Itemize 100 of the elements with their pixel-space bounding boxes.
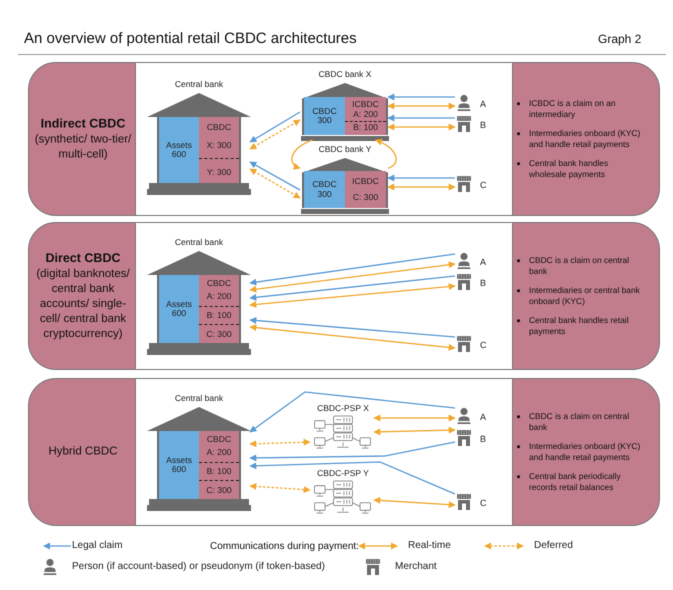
graph-number: Graph 2: [598, 32, 642, 46]
shop-icon: [456, 273, 472, 291]
ledger-cell: [159, 431, 199, 499]
icon-letter: B: [480, 434, 486, 444]
shop-icon: [456, 493, 472, 511]
cell-text: ICBDC: [351, 176, 380, 186]
dashed-double-arrow: [249, 119, 301, 150]
cell-text: C: 300: [352, 193, 380, 202]
arrow: [249, 253, 456, 286]
bullet-text: CBDC is a claim on central bank: [529, 255, 630, 278]
ledger-cell: [304, 97, 345, 135]
arrow: [249, 317, 456, 338]
icon-letter: B: [480, 278, 486, 288]
building-label: Central bank: [174, 79, 224, 89]
building-label: Central bank: [174, 393, 224, 403]
bullet-text: Intermediaries or central bank onboard (KYC): [529, 285, 641, 307]
double-arrow: [387, 184, 456, 190]
arrow: [387, 114, 455, 122]
cell-text: A: 200: [352, 110, 379, 120]
double-arrow: [249, 261, 456, 293]
person-icon: [456, 252, 472, 270]
ledger-cell: [304, 171, 345, 208]
bullet-text: Central bank periodically records retail balances: [529, 470, 622, 493]
panel-heading: Hybrid CBDC: [47, 444, 118, 460]
cell-text: C: 300: [205, 486, 233, 495]
arrow: [249, 391, 456, 433]
cell-text: Assets 600: [165, 300, 193, 318]
legend-text: Real-time: [408, 540, 451, 551]
bullet-text: Central bank handles wholesale payments: [529, 158, 610, 180]
double-arrow: [373, 426, 456, 436]
double-arrow: [249, 283, 456, 308]
icon-letter: A: [480, 257, 486, 267]
ledger-cell: [345, 171, 386, 208]
icon-letter: A: [480, 412, 486, 422]
cell-text: C: 300: [205, 330, 233, 339]
dashed-double-arrow: [249, 168, 301, 199]
cell-text: A: 200: [206, 448, 232, 458]
arrow: [249, 161, 300, 191]
cell-text: CBDC: [206, 435, 232, 444]
arrow: [387, 94, 455, 100]
cell-text: B: 100: [206, 467, 232, 476]
bullet-text: Intermediaries onboard (KYC) and handle retail payments: [529, 128, 642, 150]
bullet-text: Intermediaries onboard (KYC) and handle retail payments: [529, 441, 642, 463]
cell-text: CBDC: [206, 279, 232, 288]
arrow: [249, 275, 456, 301]
arrow: [387, 174, 455, 182]
bullet-text: Central bank handles retail payments: [529, 314, 630, 337]
server-label: CBDC-PSP Y: [316, 468, 370, 478]
bullet-text: ICBDC is a claim on an intermediary: [529, 98, 617, 120]
icon-letter: B: [480, 120, 486, 130]
double-arrow: [387, 102, 456, 110]
cell-text: Assets 600: [165, 456, 193, 474]
cell-text: A: 200: [206, 292, 232, 302]
building-label: CBDC bank X: [318, 69, 372, 79]
arrow: [249, 111, 300, 143]
cell-text: X: 300: [206, 140, 232, 150]
double-arrow: [373, 414, 456, 422]
arrow: [249, 441, 456, 462]
icon-letter: C: [480, 180, 486, 190]
cell-text: Y: 300: [206, 168, 232, 177]
shop-icon: [456, 429, 472, 447]
building-label: CBDC bank Y: [318, 144, 372, 154]
panel-heading: Indirect CBDC (synthetic/ two-tier/ multi-cell): [34, 116, 132, 162]
cell-text: CBDC 300: [311, 106, 338, 126]
double-arrow: [373, 496, 456, 508]
ledger-cell: [345, 97, 386, 135]
shop-icon: [456, 115, 472, 133]
server-label: CBDC-PSP X: [316, 403, 370, 413]
ledger-cell: [199, 431, 239, 499]
cell-text: CBDC: [206, 123, 232, 132]
legend-text: Deferred: [534, 540, 573, 551]
double-arrow: [249, 324, 456, 351]
panel-heading: Direct CBDC (digital banknotes/ central bank accounts/ single-cell/ central bank cryptocurrency): [35, 250, 131, 342]
cell-text: B: 100: [352, 123, 379, 132]
legend-heading: Communications during payment:: [210, 541, 359, 552]
panel-band: [28, 222, 660, 370]
legend-text: Legal claim: [72, 540, 123, 551]
ledger-cell: [159, 275, 199, 343]
legend-text: Merchant: [395, 561, 437, 572]
curved-arrow: [291, 139, 313, 170]
person-icon: [456, 94, 472, 112]
bullet-text: CBDC is a claim on central bank: [529, 411, 630, 434]
ledger-cell: [159, 117, 199, 183]
panel-band: [28, 378, 660, 526]
panel-band: [28, 62, 660, 216]
diagram-title: An overview of potential retail CBDC architectures: [24, 30, 357, 47]
double-arrow: [387, 124, 456, 130]
legend-text: Person (if account-based) or pseudonym (if token-based): [72, 561, 325, 572]
shop-icon: [456, 175, 472, 193]
person-icon: [456, 407, 472, 425]
arrow: [249, 461, 456, 495]
dashed-double-arrow: [249, 438, 311, 448]
icon-letter: A: [480, 99, 486, 109]
building-label: Central bank: [174, 237, 224, 247]
ledger-cell: [199, 275, 239, 343]
icon-letter: C: [480, 340, 486, 350]
cell-text: Assets 600: [165, 140, 193, 160]
cell-text: ICBDC: [351, 100, 380, 109]
cell-text: CBDC 300: [311, 180, 338, 199]
icon-letter: C: [480, 498, 486, 508]
